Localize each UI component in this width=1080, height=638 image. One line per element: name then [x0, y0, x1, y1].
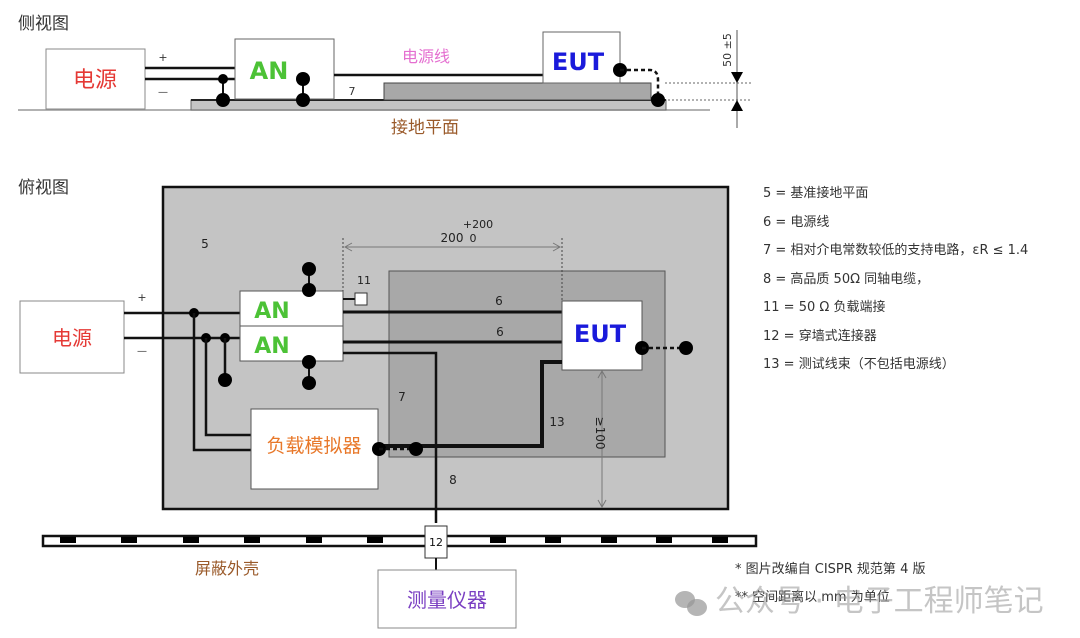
label-8: 8	[449, 473, 457, 487]
label-13: 13	[549, 415, 564, 429]
measurement-instrument-label: 测量仪器	[407, 588, 487, 612]
legend: 5 = 基准接地平面 6 = 电源线 7 = 相对介电常数较低的支持电路，εR …	[763, 180, 1028, 380]
shield-wall-block	[306, 537, 322, 543]
label-6b: 6	[496, 325, 504, 339]
side-ground-bond	[216, 93, 230, 107]
footnote-units: ** 空间距离以 mm 为单位	[735, 590, 890, 605]
legend-item: 11 = 50 Ω 负载端接	[763, 300, 886, 315]
side-power-supply-label: 电源	[73, 68, 117, 93]
shield-wall	[41, 534, 758, 548]
footnotes: * 图片改编自 CISPR 规范第 4 版 ** 空间距离以 mm 为单位	[735, 556, 925, 612]
top-an-box-upper	[239, 290, 344, 327]
side-eut-label: EUT	[552, 48, 605, 76]
shield-wall-block	[490, 537, 506, 543]
side-plus-sign: +	[158, 51, 167, 64]
side-power-supply-box	[45, 48, 146, 110]
side-ground-plane	[190, 99, 667, 111]
wechat-icon	[675, 589, 709, 617]
shield-wall-block	[367, 537, 383, 543]
top-plus-sign: +	[137, 291, 146, 304]
side-an-ground-bond	[296, 93, 310, 107]
top-an-lower-label: AN	[254, 334, 289, 359]
label-12: 12	[429, 536, 443, 549]
shield-wall-block	[121, 537, 137, 543]
dim-200-label: 200	[441, 231, 464, 245]
load-simulator-box	[250, 408, 379, 490]
dim-tol-plus: +200	[463, 218, 493, 231]
side-an-label: AN	[250, 57, 289, 85]
legend-item: 13 = 测试线束（不包括电源线）	[763, 357, 955, 372]
top-power-supply-box	[19, 300, 125, 374]
legend-item: 6 = 电源线	[763, 214, 830, 230]
side-minus-sign: —	[158, 87, 168, 98]
top-minus-sign: —	[137, 346, 147, 357]
side-support	[383, 82, 652, 101]
label-7: 7	[398, 390, 406, 404]
side-label-7: 7	[349, 85, 356, 98]
watermark-text: 公众号 · 电子工程师笔记	[715, 584, 1044, 619]
legend-item: 8 = 高品质 50Ω 同轴电缆，	[763, 271, 930, 287]
top-power-supply-label: 电源	[52, 326, 92, 350]
label-6a: 6	[495, 294, 503, 308]
measurement-instrument-box	[377, 569, 517, 629]
label-5: 5	[201, 237, 209, 251]
shield-wall-block	[60, 537, 76, 543]
legend-item: 12 = 穿墙式连接器	[763, 328, 877, 344]
side-eut-ground-strap	[620, 68, 660, 100]
footnote-source: * 图片改编自 CISPR 规范第 4 版	[735, 562, 926, 577]
shield-wall-block	[601, 537, 617, 543]
dim-tol-zero: 0	[470, 232, 477, 245]
watermark: 公众号 · 电子工程师笔记	[675, 576, 1044, 620]
test-harness-13	[378, 360, 562, 448]
load-simulator-label: 负载模拟器	[266, 435, 361, 457]
label-11: 11	[357, 274, 371, 287]
top-eut-label: EUT	[574, 320, 627, 348]
side-view-title: 侧视图	[18, 14, 69, 34]
side-power-line-label: 电源线	[402, 47, 450, 66]
top-view-title: 俯视图	[18, 178, 69, 198]
legend-item: 5 = 基准接地平面	[763, 186, 869, 201]
side-eut-box	[542, 31, 621, 84]
shield-wall-block	[244, 537, 260, 543]
top-an-upper-label: AN	[254, 299, 289, 324]
shield-enclosure-label: 屏蔽外壳	[195, 559, 259, 578]
side-an-box	[234, 38, 335, 100]
shield-wall-block	[545, 537, 561, 543]
legend-item: 7 = 相对介电常数较低的支持电路，εR ≤ 1.4	[763, 243, 1029, 258]
dim-100-label: ≥100	[593, 417, 607, 450]
shield-wall-blocks	[60, 537, 728, 543]
side-height-label: 50 ±5	[721, 33, 734, 67]
coax-cable-8	[343, 351, 438, 523]
shield-wall-block	[656, 537, 672, 543]
shield-wall-block	[183, 537, 199, 543]
side-ground-plane-label: 接地平面	[391, 118, 459, 138]
shield-wall-block	[712, 537, 728, 543]
termination-11	[354, 292, 368, 306]
top-eut-box	[561, 300, 643, 371]
